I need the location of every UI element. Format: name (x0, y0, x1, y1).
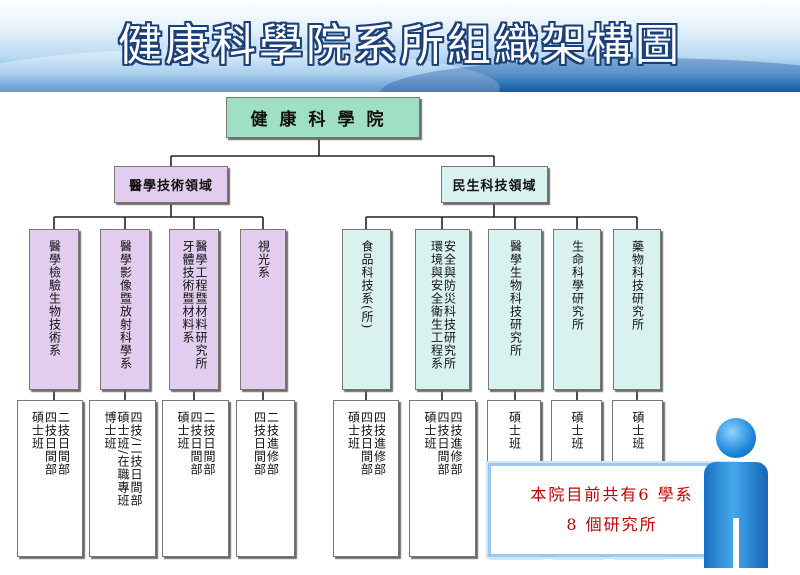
person-head (716, 418, 756, 458)
summary-line-departments: 本院目前共有6 學系 (530, 485, 694, 504)
program-label: 博士班 (103, 411, 117, 450)
dept-label: 醫學影像暨放射科學系 (118, 240, 133, 370)
program-label: 四技日間部 (436, 411, 450, 476)
college-box: 健康科學院 (226, 97, 420, 138)
page-title: 健康科學院系所組織架構圖 (118, 20, 682, 71)
programs-food-science: 碩士班 四技日間部 四技進修部 (333, 400, 399, 557)
dept-label: 安全與防災科技研究所 (442, 240, 457, 370)
program-label: 碩士班 (507, 411, 522, 450)
programs-optometry: 四技日間部 二技進修部 (236, 400, 295, 557)
programs-medical-imaging: 博士班 碩士班/在職專班 四技/二技日間部 (89, 400, 156, 557)
program-label: 碩士班 (346, 411, 361, 450)
program-label: 碩士班 (631, 411, 645, 450)
program-label: 四技日間部 (359, 411, 374, 476)
dept-label: 牙體技術暨材料系 (181, 240, 195, 344)
program-label: 四技日間部 (189, 411, 203, 476)
program-label: 四技進修部 (372, 411, 387, 476)
program-label: 二技進修部 (265, 411, 280, 476)
inst-pharma-tech: 藥物科技研究所 (613, 229, 661, 390)
programs-environmental-safety: 碩士班 四技日間部 四技進修部 (409, 400, 476, 557)
inst-life-sciences: 生命科學研究所 (553, 229, 601, 390)
dept-medical-lab-biotech: 醫學檢驗生物技術系 (29, 229, 79, 390)
program-label: 四技進修部 (449, 411, 463, 476)
programs-dental-tech: 碩士班 四技日間部 二技日間部 (162, 400, 229, 557)
dept-label: 醫學檢驗生物技術系 (47, 240, 62, 357)
program-label: 二技日間部 (56, 411, 71, 476)
person-leg-gap (733, 518, 739, 568)
summary-callout: 本院目前共有6 學系 8 個研究所 (488, 463, 736, 557)
domain-medical: 醫學技術領域 (114, 166, 228, 203)
person-icon (700, 418, 772, 568)
summary-line-institutes: 8 個研究所 (566, 515, 658, 534)
program-label: 四技日間部 (43, 411, 58, 476)
dept-dental-tech-materials: 牙體技術暨材料系 醫學工程暨材料研究所 (169, 229, 219, 390)
dept-medical-imaging: 醫學影像暨放射科學系 (100, 229, 150, 390)
program-label: 碩士班/在職專班 (116, 411, 130, 508)
inst-medical-biotech: 醫學生物科技研究所 (488, 229, 542, 390)
program-label: 碩士班 (423, 411, 437, 450)
dept-food-science: 食品科技系(所) (342, 229, 391, 390)
program-label: 碩士班 (570, 411, 584, 450)
programs-medical-lab: 碩士班 四技日間部 二技日間部 (17, 400, 83, 557)
dept-label: 生命科學研究所 (570, 240, 585, 331)
program-label: 碩士班 (176, 411, 190, 450)
dept-label: 藥物科技研究所 (630, 240, 645, 331)
program-label: 二技日間部 (202, 411, 216, 476)
dept-label: 醫學工程暨材料研究所 (194, 240, 208, 370)
title-banner: 健康科學院系所組織架構圖 (0, 0, 800, 92)
program-label: 四技/二技日間部 (129, 411, 143, 508)
program-label: 四技日間部 (252, 411, 267, 476)
dept-environmental-safety: 環境與安全衛生工程系 安全與防災科技研究所 (415, 229, 470, 390)
domain-livelihood: 民生科技領域 (441, 166, 548, 203)
dept-label: 環境與安全衛生工程系 (429, 240, 444, 370)
dept-optometry: 視光系 (240, 229, 286, 390)
program-label: 碩士班 (30, 411, 45, 450)
dept-label: 視光系 (256, 240, 271, 279)
dept-label: 食品科技系(所) (360, 240, 374, 330)
dept-label: 醫學生物科技研究所 (508, 240, 523, 357)
